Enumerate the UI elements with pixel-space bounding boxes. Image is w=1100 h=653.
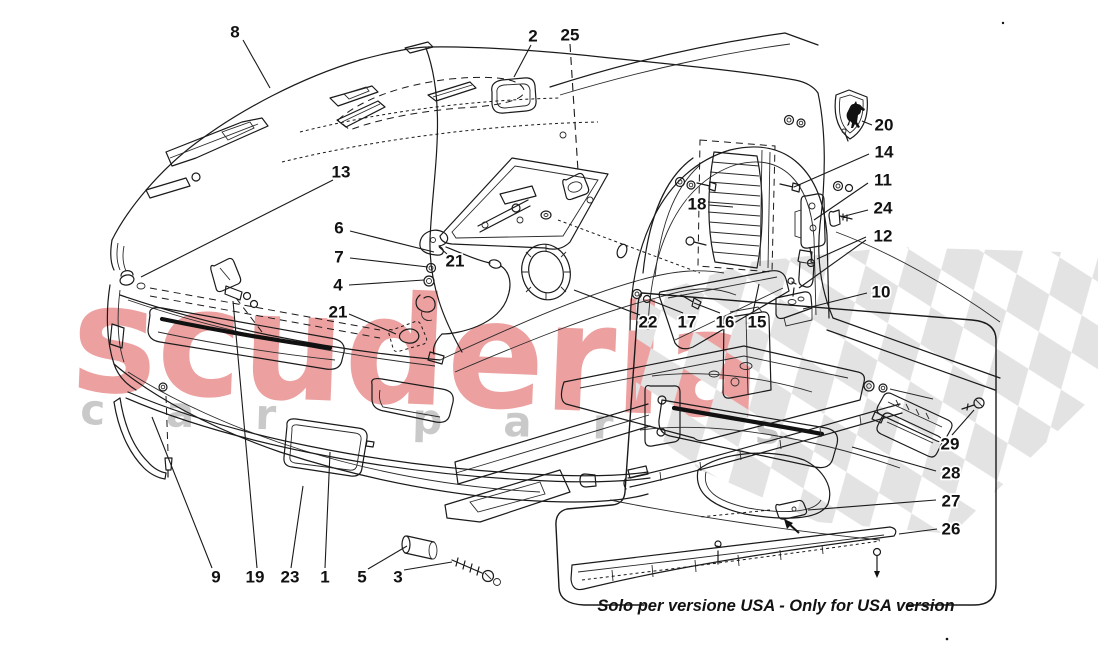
part-label-21[interactable]: 21: [444, 250, 466, 273]
part-label-17[interactable]: 17: [676, 311, 698, 334]
leader-line-9: [151, 416, 213, 569]
part-label-18[interactable]: 18: [686, 193, 708, 216]
part-label-27[interactable]: 27: [940, 490, 962, 513]
chassis-frame: [401, 384, 681, 586]
leader-line-16: [693, 302, 721, 314]
leader-line-12: [798, 239, 867, 289]
part-label-16[interactable]: 16: [714, 311, 736, 334]
part-label-11[interactable]: 11: [872, 169, 893, 192]
part-label-7[interactable]: 7: [333, 246, 346, 269]
leader-line-6: [349, 230, 435, 253]
leader-line-1: [324, 451, 331, 569]
part-label-29[interactable]: 29: [939, 433, 961, 456]
part-label-21[interactable]: 21: [327, 301, 349, 324]
leader-line-23: [290, 485, 304, 569]
usa-version-box: Solo per versione USA - Only for USA ver…: [555, 21, 1005, 641]
part-label-9[interactable]: 9: [210, 566, 223, 589]
leader-line-24: [840, 209, 869, 218]
leader-line-21: [348, 313, 397, 335]
leader-line-7: [349, 257, 429, 268]
leader-line-14: [793, 153, 870, 188]
leader-line-11: [813, 182, 869, 221]
part-label-4[interactable]: 4: [332, 274, 346, 297]
part-label-23[interactable]: 23: [279, 566, 301, 589]
part-label-24[interactable]: 24: [872, 197, 895, 220]
leader-line-21: [438, 246, 448, 255]
part-label-22[interactable]: 22: [637, 311, 659, 334]
part-label-6[interactable]: 6: [333, 217, 346, 240]
part-label-1[interactable]: 1: [319, 566, 332, 589]
prancing-horse-icon: [846, 101, 865, 128]
leader-line-25: [569, 43, 579, 172]
leader-line-13: [140, 179, 334, 278]
part-label-15[interactable]: 15: [746, 311, 768, 334]
part-label-12[interactable]: 12: [872, 225, 894, 248]
front-bumper: [106, 270, 839, 519]
leader-line-4: [348, 279, 425, 286]
usa-version-caption: Solo per versione USA - Only for USA ver…: [597, 597, 954, 615]
leader-line-19: [232, 300, 258, 569]
hood-panel: [110, 32, 834, 367]
part-label-2[interactable]: 2: [527, 25, 540, 48]
part-label-8[interactable]: 8: [229, 21, 242, 44]
leader-line-8: [242, 39, 271, 89]
front-fender: [629, 89, 1001, 391]
leader-line-10: [802, 292, 868, 310]
part-label-19[interactable]: 19: [244, 566, 266, 589]
part-label-28[interactable]: 28: [940, 462, 962, 485]
leader-line-15: [752, 283, 760, 313]
leader-line-17: [649, 299, 684, 314]
hood-pin-and-bracket: [119, 257, 381, 339]
part-label-25[interactable]: 25: [559, 24, 581, 47]
leader-line-12: [816, 236, 867, 260]
part-label-26[interactable]: 26: [940, 518, 962, 541]
hinge-and-mount-hardware: [560, 193, 865, 442]
leader-line-29: [951, 409, 975, 436]
part-label-3[interactable]: 3: [392, 566, 405, 589]
part-label-13[interactable]: 13: [330, 161, 352, 184]
leader-line-2: [513, 44, 532, 78]
leader-line-20: [861, 120, 873, 126]
part-label-5[interactable]: 5: [356, 566, 369, 589]
leader-line-18: [708, 204, 734, 208]
leader-line-27: [807, 499, 937, 511]
leader-line-26: [898, 528, 938, 535]
part-label-20[interactable]: 20: [873, 114, 895, 137]
part-label-10[interactable]: 10: [870, 281, 892, 304]
leader-line-22: [573, 289, 641, 316]
leader-line-5: [367, 545, 408, 570]
part-label-14[interactable]: 14: [873, 141, 896, 164]
leader-line-28: [851, 446, 937, 472]
leader-line-3: [403, 561, 453, 571]
hood-latch-and-cable: [388, 229, 571, 365]
